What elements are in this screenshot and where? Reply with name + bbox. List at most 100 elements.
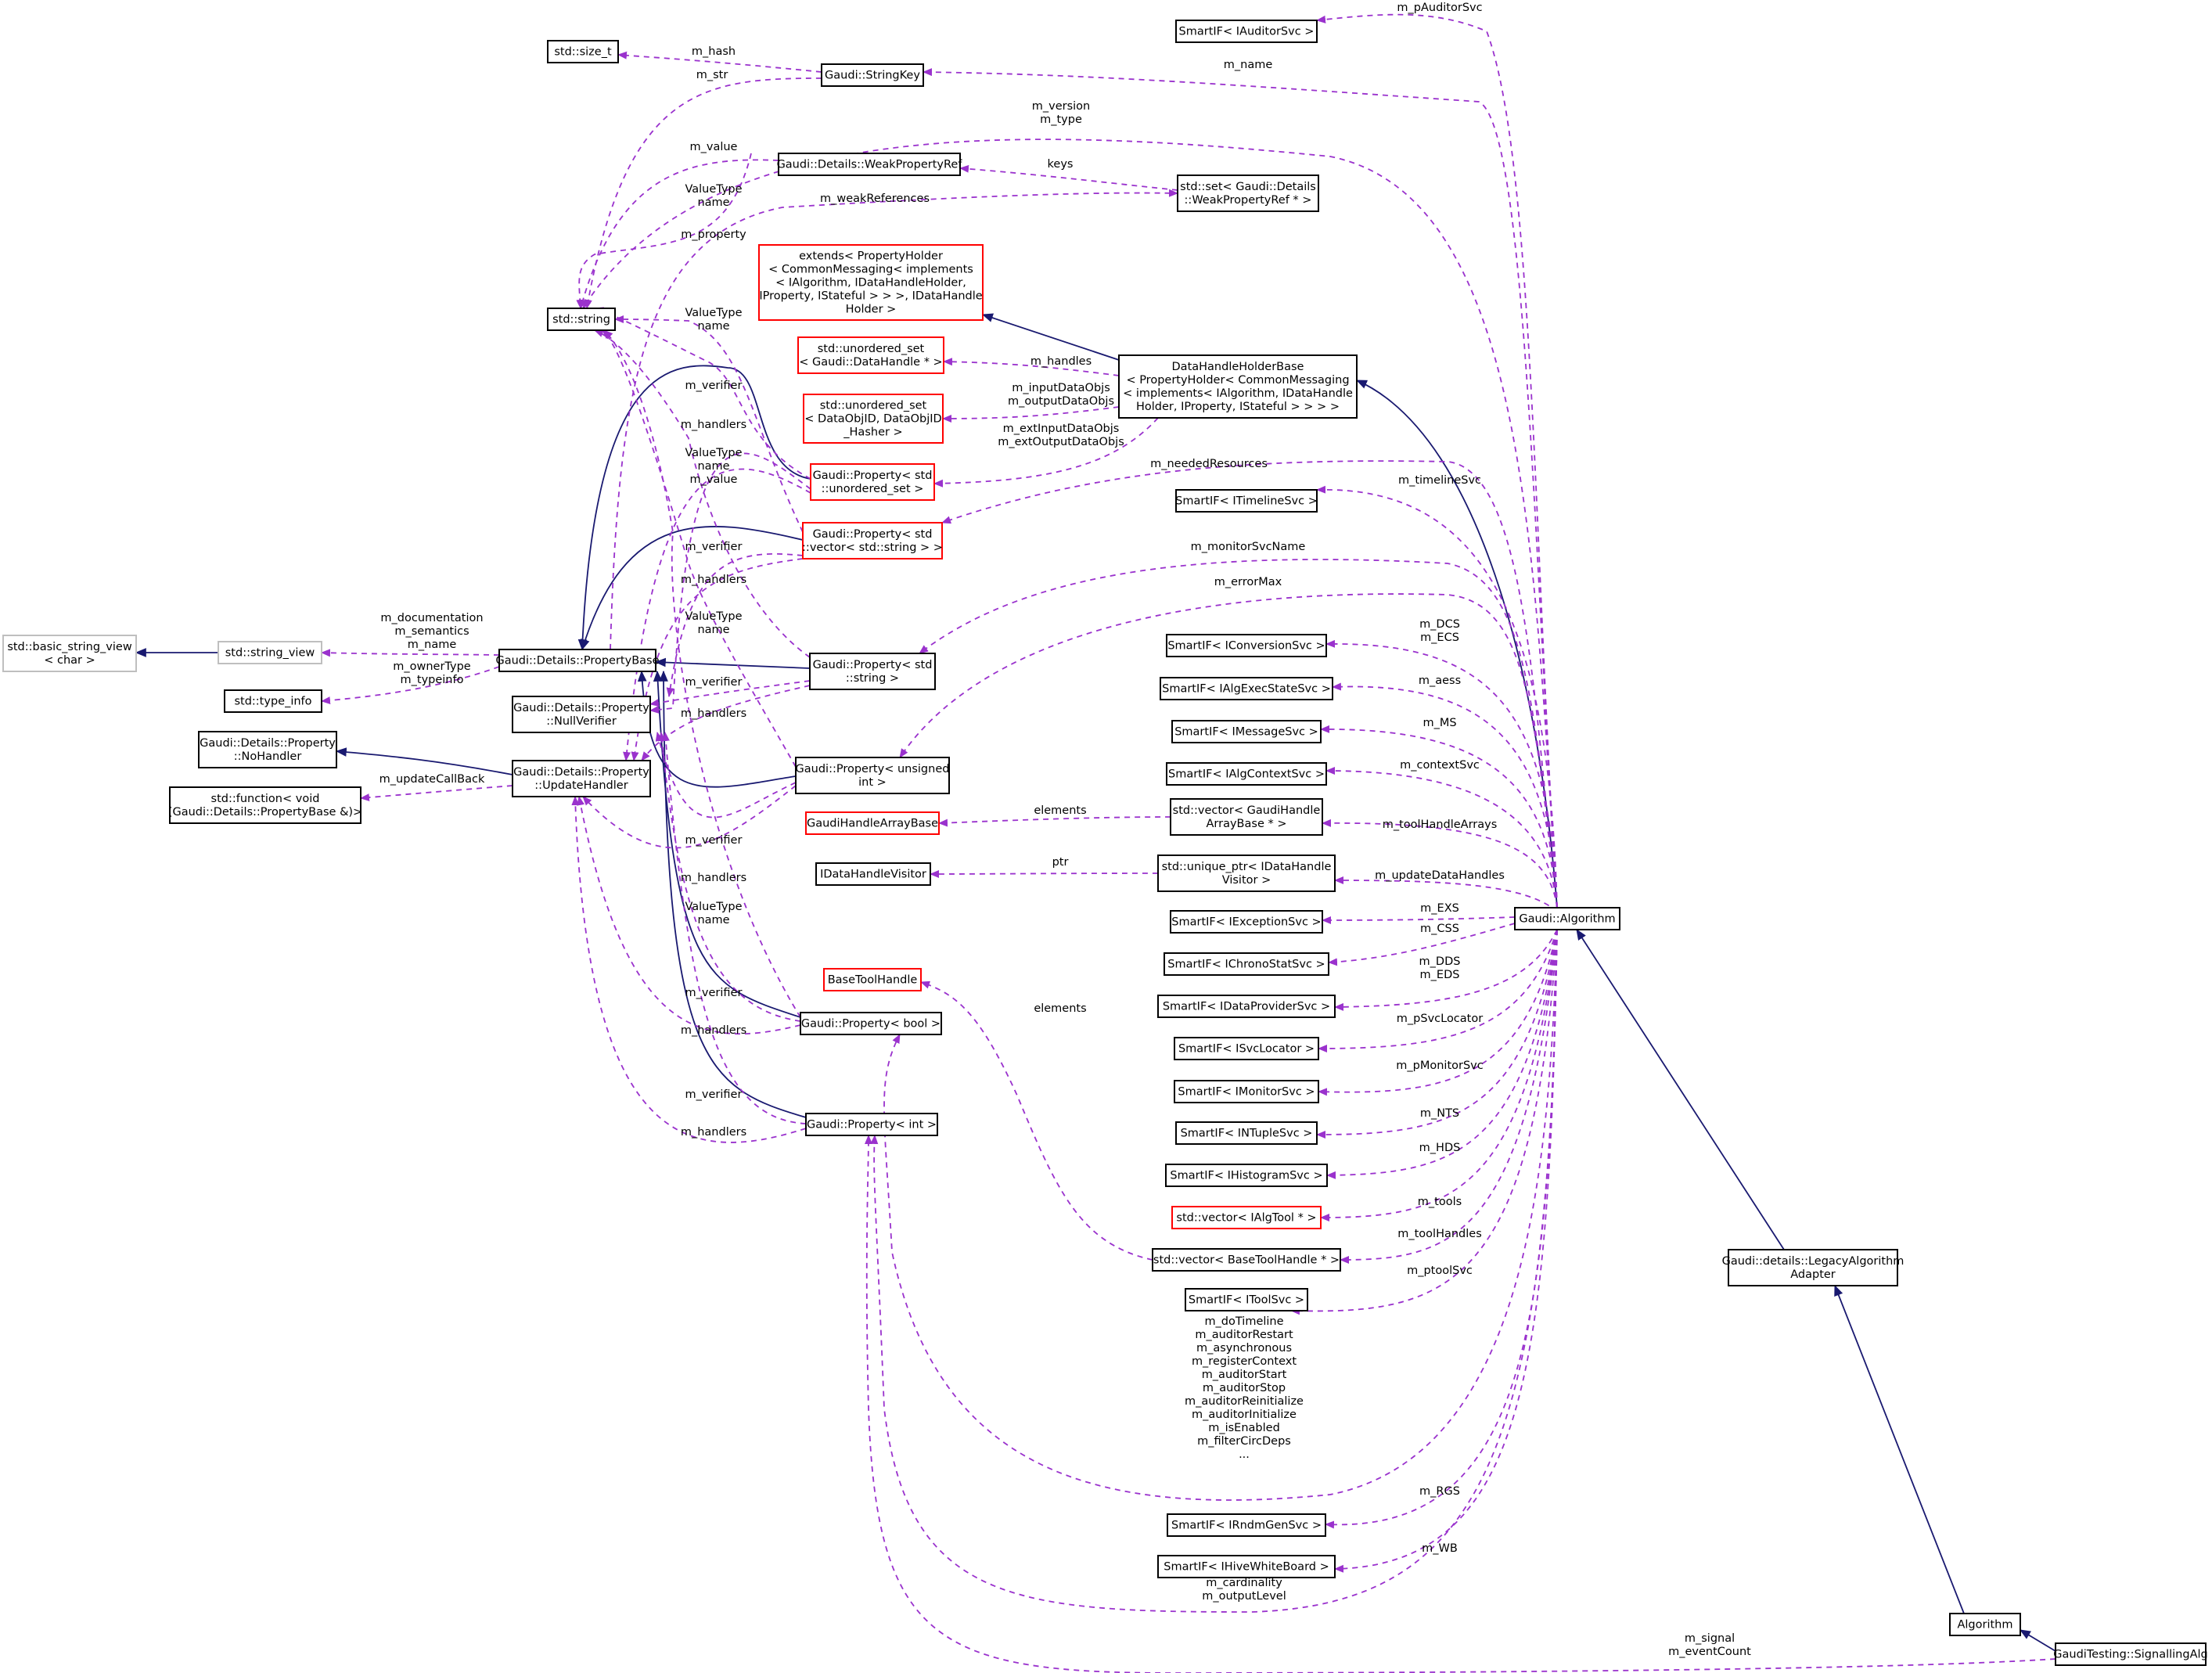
node-label-line: std::size_t (554, 46, 612, 59)
usage-edge-e_u_weakrefs (610, 189, 1178, 650)
class-node-gh_array_base[interactable]: GaudiHandleArrayBase (805, 811, 940, 835)
edge-label-line: ... (1239, 1448, 1250, 1461)
inheritance-edge-e_inh_ext_dhhb (981, 313, 1120, 361)
class-node-rndm[interactable]: SmartIF< IRndmGenSvc > (1167, 1513, 1326, 1537)
node-box (805, 1113, 938, 1136)
class-node-prop_vec[interactable]: Gaudi::Property< std::vector< std::strin… (802, 522, 943, 559)
class-node-chrono[interactable]: SmartIF< IChronoStatSvc > (1164, 952, 1329, 976)
edge-label-line: m_MS (1423, 717, 1456, 729)
edge-label-e_u_exs: m_EXS (1420, 902, 1459, 915)
class-node-stringkey[interactable]: Gaudi::StringKey (821, 63, 924, 87)
class-node-nullverifier[interactable]: Gaudi::Details::Property::NullVerifier (512, 696, 651, 733)
class-node-set_weak[interactable]: std::set< Gaudi::Details::WeakPropertyRe… (1177, 174, 1319, 212)
class-node-base_tool_handle[interactable]: BaseToolHandle (823, 968, 922, 991)
node-box (810, 463, 935, 501)
node-box (1514, 907, 1620, 930)
class-node-gaudi_algorithm[interactable]: Gaudi::Algorithm (1514, 907, 1620, 930)
node-box (1157, 1555, 1336, 1578)
class-node-whiteboard[interactable]: SmartIF< IHiveWhiteBoard > (1157, 1555, 1336, 1578)
usage-edge-e_u_extobjs (933, 417, 1159, 488)
class-node-std_function[interactable]: std::function< void(Gaudi::Details::Prop… (168, 786, 362, 824)
node-box (512, 760, 651, 797)
edge-label-line: m_verifier (685, 541, 743, 553)
class-node-updatehandler[interactable]: Gaudi::Details::Property::UpdateHandler (512, 760, 651, 797)
class-node-exception[interactable]: SmartIF< IExceptionSvc > (1170, 910, 1323, 934)
class-node-prop_uset[interactable]: Gaudi::Property< std::unordered_set > (810, 463, 935, 501)
class-node-message[interactable]: SmartIF< IMessageSvc > (1171, 720, 1322, 743)
class-node-dataprovider[interactable]: SmartIF< IDataProviderSvc > (1157, 995, 1336, 1018)
node-box (1171, 720, 1322, 743)
edge-label-line: m_documentation (380, 612, 483, 624)
class-node-uset_dh[interactable]: std::unordered_set< Gaudi::DataHandle * … (797, 336, 944, 374)
class-node-prop_bool[interactable]: Gaudi::Property< bool > (800, 1012, 942, 1035)
class-node-conversion[interactable]: SmartIF< IConversionSvc > (1166, 634, 1327, 657)
class-node-auditor[interactable]: SmartIF< IAuditorSvc > (1175, 20, 1318, 43)
class-node-prop_string[interactable]: Gaudi::Property< std::string > (809, 653, 936, 690)
node-label-line: SmartIF< IRndmGenSvc > (1171, 1520, 1322, 1532)
class-node-extends[interactable]: extends< PropertyHolder< CommonMessaging… (758, 244, 984, 321)
class-node-histogram[interactable]: SmartIF< IHistogramSvc > (1165, 1164, 1328, 1187)
class-node-type_info[interactable]: std::type_info (224, 689, 322, 713)
edge-label-e_u_verif_str: m_verifier (685, 676, 743, 689)
class-node-ntuple[interactable]: SmartIF< INTupleSvc > (1175, 1121, 1318, 1145)
class-node-nohandler[interactable]: Gaudi::Details::Property::NoHandler (198, 731, 337, 768)
class-node-monitor[interactable]: SmartIF< IMonitorSvc > (1174, 1080, 1319, 1103)
edge-label-e_u_monitorname: m_monitorSvcName (1191, 541, 1306, 553)
usage-edge-e_u_aess (1332, 682, 1558, 908)
class-node-uset_objid[interactable]: std::unordered_set< DataObjID, DataObjID… (803, 394, 944, 444)
class-node-timeline[interactable]: SmartIF< ITimelineSvc > (1175, 489, 1318, 513)
class-node-basic_sv[interactable]: std::basic_string_view< char > (2, 635, 137, 672)
class-node-vec_basetool[interactable]: std::vector< BaseToolHandle * > (1152, 1248, 1341, 1272)
usage-edge-e_u_timeline (1316, 485, 1558, 908)
class-node-string_view[interactable]: std::string_view (218, 641, 322, 664)
edge-label-line: m_toolHandleArrays (1383, 819, 1498, 831)
edge-label-line: m_name (1224, 59, 1273, 71)
node-label-line: Gaudi::Details::Property (513, 702, 649, 714)
usage-edge-e_u_property (576, 153, 752, 309)
class-node-propbase[interactable]: Gaudi::Details::PropertyBase (495, 649, 660, 672)
node-label-line: SmartIF< INTupleSvc > (1181, 1128, 1313, 1140)
class-node-algorithm_plain[interactable]: Algorithm (1949, 1613, 2021, 1636)
node-box (1164, 952, 1329, 976)
class-node-algcontext[interactable]: SmartIF< IAlgContextSvc > (1166, 762, 1327, 786)
usage-edge-e_u_vt_str (594, 329, 811, 658)
node-label: Gaudi::StringKey (825, 70, 920, 82)
class-node-string[interactable]: std::string (547, 308, 616, 331)
node-box (1171, 1206, 1322, 1229)
class-node-weakref[interactable]: Gaudi::Details::WeakPropertyRef (777, 153, 963, 176)
node-label-line: SmartIF< IChronoStatSvc > (1167, 959, 1325, 971)
class-node-signalling[interactable]: GaudiTesting::SignallingAlg (2053, 1642, 2208, 1666)
class-node-dhhb[interactable]: DataHandleHolderBase< PropertyHolder< Co… (1118, 354, 1358, 419)
edge-label-line: m_value (690, 473, 738, 486)
class-node-size_t[interactable]: std::size_t (547, 40, 619, 63)
usage-edge-e_u_monitorname (919, 559, 1558, 908)
edge-label-line: m_hash (692, 45, 736, 58)
edge-label-line: m_outputDataObjs (1008, 395, 1114, 408)
edge-label-line: m_handlers (681, 419, 746, 431)
node-label-line: SmartIF< IMessageSvc > (1174, 726, 1318, 739)
node-label-line: std::unique_ptr< IDataHandle (1162, 861, 1332, 873)
class-node-algexec[interactable]: SmartIF< IAlgExecStateSvc > (1160, 677, 1333, 700)
usage-edge-e_u_dds (1334, 929, 1558, 1011)
edge-label-line: m_inputDataObjs (1012, 382, 1110, 394)
edge-label-line: m_name (408, 639, 457, 651)
class-node-svclocator[interactable]: SmartIF< ISvcLocator > (1174, 1037, 1319, 1060)
edge-label-e_u_hand_uset: m_handlers (681, 419, 746, 431)
class-node-toolsvc[interactable]: SmartIF< IToolSvc > (1185, 1288, 1308, 1311)
class-node-dh_visitor[interactable]: IDataHandleVisitor (815, 862, 931, 886)
edge-label-line: elements (1034, 804, 1086, 817)
class-node-vec_algtool[interactable]: std::vector< IAlgTool * > (1171, 1206, 1322, 1229)
class-node-prop_int[interactable]: Gaudi::Property< int > (805, 1113, 938, 1136)
node-label-line: Gaudi::Property< int > (807, 1119, 937, 1132)
edge-label-line: m_isEnabled (1208, 1422, 1280, 1434)
